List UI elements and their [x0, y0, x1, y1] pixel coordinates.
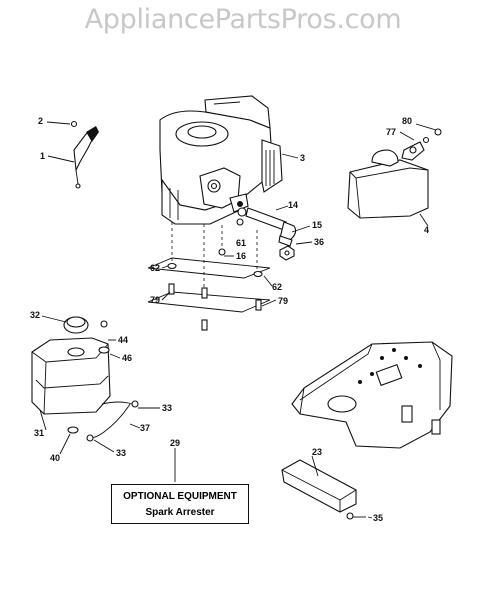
- callout-2: 2: [38, 116, 43, 126]
- callout-36: 36: [314, 237, 324, 247]
- callout-4: 4: [424, 225, 429, 235]
- callout-31: 31: [34, 428, 44, 438]
- optional-equipment-box: OPTIONAL EQUIPMENT Spark Arrester: [111, 484, 249, 524]
- callout-62-right: 62: [272, 282, 282, 292]
- callout-79-left: 79: [150, 295, 160, 305]
- callout-33-bottom: 33: [116, 448, 126, 458]
- frame-plate-part: [291, 341, 453, 449]
- callout-15: 15: [312, 220, 322, 230]
- exhaust-pipe-part: [245, 207, 297, 261]
- watermark: AppliancePartsPros.com: [84, 4, 402, 35]
- throttle-control-part: [70, 120, 99, 189]
- callout-37: 37: [140, 423, 150, 433]
- callout-14: 14: [288, 200, 298, 210]
- callout-1: 1: [40, 151, 45, 161]
- callout-44: 44: [118, 335, 128, 345]
- callout-32: 32: [30, 310, 40, 320]
- callout-62-left: 62: [150, 263, 160, 273]
- fuel-line-part: [86, 400, 139, 442]
- leader-lines: [39, 121, 437, 519]
- callout-61: 61: [236, 238, 246, 248]
- muffler-part: [347, 128, 442, 219]
- spark-arrester-part: [281, 459, 366, 520]
- fuel-tank-part: [31, 316, 111, 434]
- callout-33-top: 33: [162, 403, 172, 413]
- callout-79-right: 79: [278, 296, 288, 306]
- callout-3: 3: [300, 153, 305, 163]
- callout-80: 80: [402, 116, 412, 126]
- callout-40: 40: [50, 453, 60, 463]
- callout-16: 16: [236, 251, 246, 261]
- optional-equipment-title: OPTIONAL EQUIPMENT: [123, 491, 237, 502]
- callout-29: 29: [170, 438, 180, 448]
- spark-arrester-label: Spark Arrester: [145, 507, 215, 518]
- callout-77: 77: [386, 127, 396, 137]
- callout-35: 35: [373, 513, 383, 523]
- callout-46: 46: [122, 353, 132, 363]
- callout-labels: 2 1 3 4 14 15 16 23 29 31 32 33 33 35 36…: [30, 116, 429, 523]
- engine-part: [159, 95, 283, 225]
- callout-23: 23: [312, 447, 322, 457]
- mounting-hardware: [147, 218, 271, 331]
